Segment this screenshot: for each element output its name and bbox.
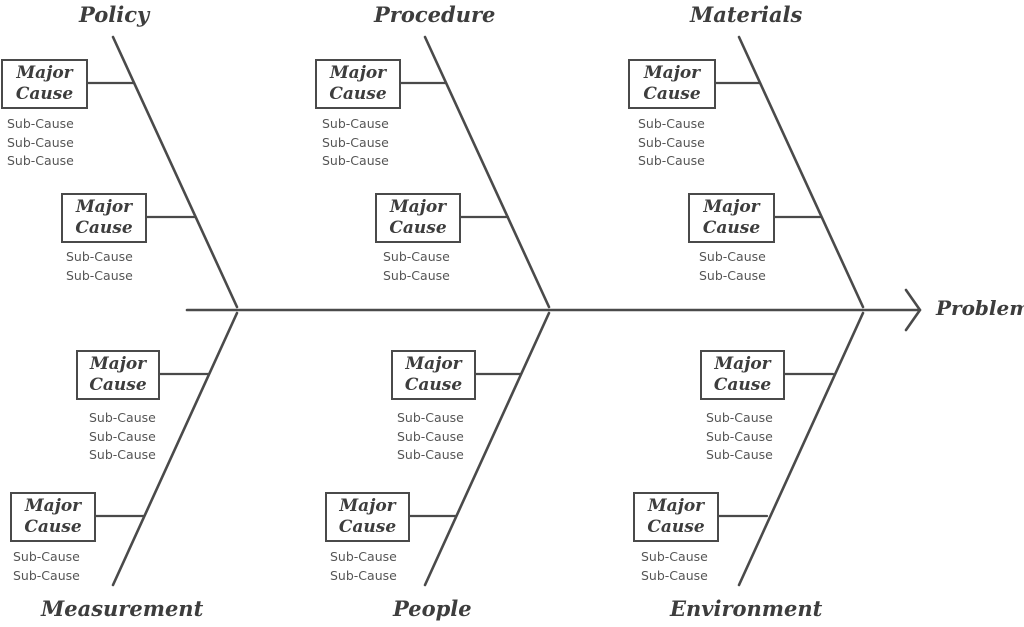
sub-cause: Sub-Cause [638, 134, 705, 150]
major-cause-line2: Cause [702, 218, 761, 238]
spine-arrowhead [904, 288, 922, 332]
major-cause-line2: Cause [643, 84, 701, 104]
sub-cause: Sub-Cause [641, 549, 708, 564]
sub-cause: Sub-Cause [89, 428, 156, 444]
major-cause-line2: Cause [75, 218, 133, 238]
problem-label: Problem [936, 296, 1024, 320]
sub-cause: Sub-Cause [638, 153, 705, 168]
sub-cause-list: Sub-Cause Sub-Cause Sub-Cause [322, 115, 389, 171]
sub-cause-list: Sub-Cause Sub-Cause [66, 248, 133, 285]
major-cause-line1: Major [643, 63, 701, 83]
sub-cause-list: Sub-Cause Sub-Cause [383, 248, 450, 285]
sub-cause: Sub-Cause [706, 410, 773, 425]
sub-cause: Sub-Cause [330, 567, 397, 583]
sub-cause: Sub-Cause [330, 549, 397, 564]
sub-cause: Sub-Cause [699, 249, 766, 264]
major-cause-box: Major Cause [688, 193, 775, 243]
major-cause-box: Major Cause [633, 492, 719, 542]
major-cause-line2: Cause [24, 517, 82, 537]
major-cause-line1: Major [703, 197, 760, 217]
category-policy: Policy [79, 2, 150, 27]
sub-cause: Sub-Cause [13, 549, 80, 564]
major-cause-line2: Cause [329, 84, 387, 104]
sub-cause: Sub-Cause [397, 447, 464, 462]
major-cause-box: Major Cause [700, 350, 785, 400]
major-cause-line1: Major [389, 197, 447, 217]
major-cause-box: Major Cause [628, 59, 716, 109]
category-environment: Environment [670, 596, 823, 621]
category-people: People [393, 596, 472, 621]
sub-cause: Sub-Cause [397, 410, 464, 425]
major-cause-line1: Major [75, 197, 133, 217]
major-cause-box: Major Cause [1, 59, 88, 109]
major-cause-box: Major Cause [76, 350, 160, 400]
major-cause-line1: Major [24, 496, 82, 516]
sub-cause: Sub-Cause [383, 249, 450, 264]
sub-cause: Sub-Cause [383, 267, 450, 283]
major-cause-line1: Major [339, 496, 396, 516]
sub-cause-list: Sub-Cause Sub-Cause [641, 548, 708, 585]
sub-cause-list: Sub-Cause Sub-Cause Sub-Cause [706, 409, 773, 465]
sub-cause: Sub-Cause [7, 116, 74, 131]
major-cause-line2: Cause [389, 218, 447, 238]
major-cause-box: Major Cause [325, 492, 410, 542]
major-cause-line1: Major [405, 354, 462, 374]
sub-cause: Sub-Cause [322, 116, 389, 131]
category-measurement: Measurement [41, 596, 204, 621]
sub-cause: Sub-Cause [7, 153, 74, 168]
sub-cause: Sub-Cause [66, 249, 133, 264]
sub-cause: Sub-Cause [641, 567, 708, 583]
major-cause-box: Major Cause [10, 492, 96, 542]
major-cause-line2: Cause [15, 84, 74, 104]
sub-cause: Sub-Cause [699, 267, 766, 283]
sub-cause-list: Sub-Cause Sub-Cause [13, 548, 80, 585]
sub-cause: Sub-Cause [322, 153, 389, 168]
sub-cause-list: Sub-Cause Sub-Cause Sub-Cause [397, 409, 464, 465]
major-cause-box: Major Cause [391, 350, 476, 400]
category-procedure: Procedure [374, 2, 496, 27]
sub-cause: Sub-Cause [706, 428, 773, 444]
sub-cause: Sub-Cause [13, 567, 80, 583]
sub-cause: Sub-Cause [397, 428, 464, 444]
sub-cause: Sub-Cause [706, 447, 773, 462]
major-cause-line1: Major [647, 496, 705, 516]
category-materials: Materials [690, 2, 803, 27]
major-cause-line2: Cause [713, 375, 772, 395]
major-cause-box: Major Cause [375, 193, 461, 243]
sub-cause: Sub-Cause [638, 116, 705, 131]
sub-cause-list: Sub-Cause Sub-Cause [699, 248, 766, 285]
major-cause-line2: Cause [89, 375, 147, 395]
rib-people [423, 311, 551, 587]
rib-measurement [111, 311, 239, 587]
major-cause-box: Major Cause [61, 193, 147, 243]
sub-cause: Sub-Cause [66, 267, 133, 283]
major-cause-line1: Major [714, 354, 771, 374]
major-cause-line2: Cause [404, 375, 463, 395]
sub-cause: Sub-Cause [89, 410, 156, 425]
sub-cause-list: Sub-Cause Sub-Cause Sub-Cause [89, 409, 156, 465]
sub-cause-list: Sub-Cause Sub-Cause Sub-Cause [638, 115, 705, 171]
sub-cause: Sub-Cause [89, 447, 156, 462]
rib-environment [737, 311, 865, 587]
sub-cause: Sub-Cause [322, 134, 389, 150]
sub-cause-list: Sub-Cause Sub-Cause [330, 548, 397, 585]
sub-cause: Sub-Cause [7, 134, 74, 150]
major-cause-box: Major Cause [315, 59, 401, 109]
major-cause-line1: Major [16, 63, 73, 83]
sub-cause-list: Sub-Cause Sub-Cause Sub-Cause [7, 115, 74, 171]
major-cause-line2: Cause [338, 517, 397, 537]
major-cause-line1: Major [329, 63, 387, 83]
major-cause-line1: Major [89, 354, 147, 374]
major-cause-line2: Cause [647, 517, 705, 537]
